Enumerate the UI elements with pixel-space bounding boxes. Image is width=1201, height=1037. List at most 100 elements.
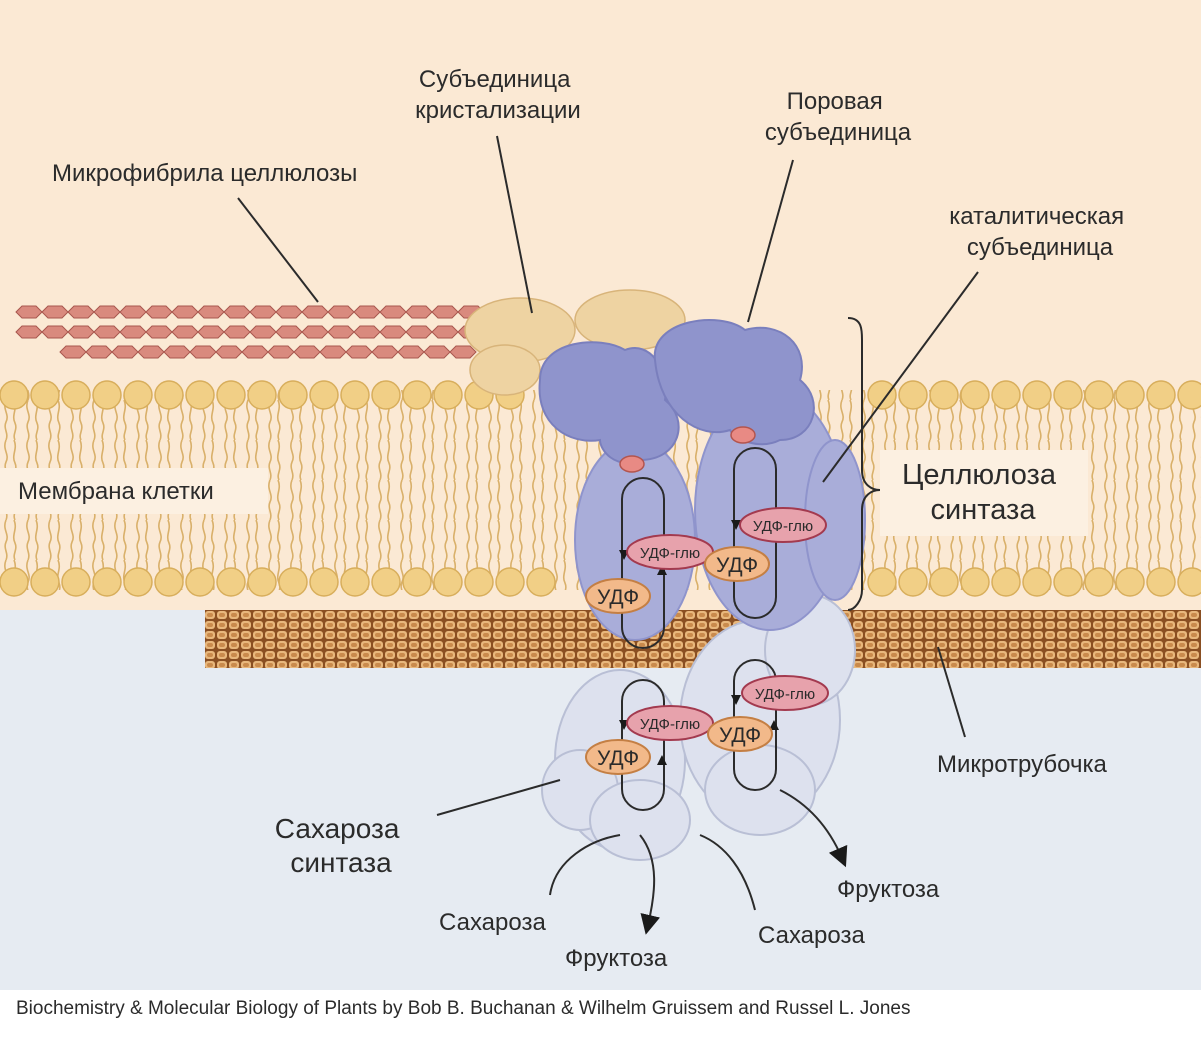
lipid-head bbox=[154, 380, 184, 410]
lipid-head bbox=[0, 380, 29, 410]
lipid-head bbox=[1146, 567, 1176, 597]
lipid-head bbox=[402, 380, 432, 410]
glucose-unit bbox=[119, 325, 147, 339]
lipid-head bbox=[309, 567, 339, 597]
crystallization-subunit bbox=[464, 289, 686, 396]
cellulose-microfibril bbox=[15, 305, 485, 359]
udp-badge: УДФ bbox=[707, 716, 773, 752]
lipid-head bbox=[278, 567, 308, 597]
glucose-unit bbox=[137, 345, 165, 359]
glucose-unit bbox=[327, 305, 355, 319]
lipid-head bbox=[960, 380, 990, 410]
glucose-unit bbox=[449, 345, 477, 359]
udp-badge-text: УДФ bbox=[597, 747, 639, 770]
lipid-head bbox=[30, 380, 60, 410]
glucose-unit bbox=[145, 325, 173, 339]
glucose-unit bbox=[241, 345, 269, 359]
lipid-head bbox=[1115, 380, 1145, 410]
lipid-head bbox=[960, 567, 990, 597]
lipid-head bbox=[898, 567, 928, 597]
lipid-head bbox=[991, 567, 1021, 597]
glucose-unit bbox=[249, 305, 277, 319]
udp-badge-text: УДФ bbox=[716, 554, 758, 577]
lipid-head bbox=[61, 380, 91, 410]
udp-badge-text: УДФ bbox=[597, 586, 639, 609]
glucose-unit bbox=[431, 305, 459, 319]
udp-glu-badge-text: УДФ-глю bbox=[755, 686, 815, 703]
lipid-heads-bottom bbox=[0, 567, 1201, 597]
glucose-unit bbox=[171, 325, 199, 339]
lipid-head bbox=[464, 567, 494, 597]
lipid-head bbox=[1115, 567, 1145, 597]
glucose-unit bbox=[249, 325, 277, 339]
fructose-left-label: Фруктоза bbox=[565, 945, 668, 972]
pore-subunit-label: Поровая субъединица bbox=[765, 88, 912, 146]
glucose-unit bbox=[189, 345, 217, 359]
udp-glu-badge: УДФ-глю bbox=[739, 507, 827, 543]
lipid-head bbox=[929, 567, 959, 597]
catalytic-subunit-label: каталитическая субъединица bbox=[949, 203, 1131, 261]
lipid-head bbox=[30, 567, 60, 597]
glucose-unit bbox=[397, 345, 425, 359]
lipid-head bbox=[278, 380, 308, 410]
glucose-unit bbox=[145, 305, 173, 319]
glucose-unit bbox=[223, 305, 251, 319]
glucose-unit bbox=[405, 325, 433, 339]
glucose-unit bbox=[119, 305, 147, 319]
lipid-head bbox=[216, 380, 246, 410]
lipid-head bbox=[123, 380, 153, 410]
lipid-head bbox=[1053, 380, 1083, 410]
glucose-unit bbox=[215, 345, 243, 359]
active-site-left bbox=[619, 455, 645, 473]
glucose-unit bbox=[301, 305, 329, 319]
glucose-unit bbox=[405, 305, 433, 319]
lipid-head bbox=[1022, 380, 1052, 410]
glucose-unit bbox=[379, 325, 407, 339]
glucose-unit bbox=[171, 305, 199, 319]
glucose-unit bbox=[197, 305, 225, 319]
glucose-unit bbox=[371, 345, 399, 359]
lipid-head bbox=[371, 380, 401, 410]
udp-glu-badge: УДФ-глю bbox=[626, 705, 714, 741]
udp-badge: УДФ bbox=[585, 739, 651, 775]
sucrose-left-label: Сахароза bbox=[439, 909, 546, 936]
membrane-label-bg bbox=[0, 468, 268, 514]
cellulose-synthase-label: Целлюлоза синтаза bbox=[902, 459, 1064, 526]
glucose-unit bbox=[301, 325, 329, 339]
lipid-head bbox=[216, 567, 246, 597]
udp-badge: УДФ bbox=[704, 546, 770, 582]
glucose-unit bbox=[293, 345, 321, 359]
glucose-unit bbox=[267, 345, 295, 359]
glucose-unit bbox=[197, 325, 225, 339]
lipid-head bbox=[123, 567, 153, 597]
microfibril-label: Микрофибрила целлюлозы bbox=[52, 160, 357, 187]
glucose-unit bbox=[327, 325, 355, 339]
lipid-head bbox=[309, 380, 339, 410]
lipid-head bbox=[247, 567, 277, 597]
glucose-unit bbox=[353, 325, 381, 339]
glucose-unit bbox=[319, 345, 347, 359]
source-credit: Biochemistry & Molecular Biology of Plan… bbox=[16, 998, 911, 1019]
glucose-unit bbox=[15, 325, 43, 339]
glucose-unit bbox=[423, 345, 451, 359]
udp-glu-badge: УДФ-глю bbox=[741, 675, 829, 711]
glucose-unit bbox=[15, 305, 43, 319]
crystallization-subunit-label: Субъединица кристализации bbox=[415, 66, 581, 124]
lipid-head bbox=[1022, 567, 1052, 597]
lipid-head bbox=[92, 567, 122, 597]
glucose-unit bbox=[41, 305, 69, 319]
glucose-unit bbox=[223, 325, 251, 339]
lipid-head bbox=[991, 380, 1021, 410]
glucose-unit bbox=[275, 325, 303, 339]
lipid-head bbox=[340, 380, 370, 410]
lipid-head bbox=[1053, 567, 1083, 597]
lipid-head bbox=[0, 567, 29, 597]
glucose-unit bbox=[41, 325, 69, 339]
lipid-head bbox=[402, 567, 432, 597]
lipid-head bbox=[1177, 567, 1201, 597]
udp-badge-text: УДФ bbox=[719, 724, 761, 747]
glucose-unit bbox=[163, 345, 191, 359]
active-site-right bbox=[730, 426, 756, 444]
lipid-head bbox=[526, 567, 556, 597]
